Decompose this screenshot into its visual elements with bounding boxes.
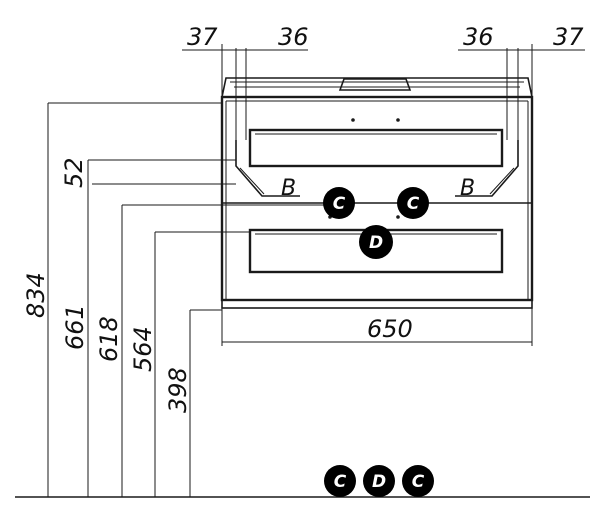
width-dimension: 650 — [221, 308, 533, 346]
dim-top-right-inner: 36 — [463, 23, 494, 51]
svg-text:D: D — [369, 233, 383, 253]
dim-upper-line: 661 — [61, 304, 89, 350]
svg-text:C: C — [333, 194, 346, 214]
marker-floor-center: D — [363, 465, 395, 497]
bracket-label-right: B — [460, 176, 475, 201]
marker-floor-right: C — [402, 465, 434, 497]
marker-floor-left: C — [324, 465, 356, 497]
dim-top-left-outer: 37 — [187, 23, 218, 51]
dim-top-left-inner: 36 — [278, 23, 309, 51]
marker-front-center: D — [359, 225, 393, 259]
dim-drawer-gap: 52 — [60, 157, 88, 188]
dim-bottom: 398 — [164, 367, 192, 413]
dim-total-height: 834 — [22, 272, 50, 318]
svg-text:C: C — [407, 194, 420, 214]
top-dimensions: 37 36 36 37 — [182, 23, 585, 97]
upper-drawer — [235, 48, 519, 197]
dim-width: 650 — [367, 315, 413, 343]
svg-text:D: D — [372, 472, 386, 492]
dim-lower-line: 564 — [129, 326, 157, 372]
svg-text:C: C — [334, 472, 347, 492]
marker-front-left: C — [323, 187, 355, 219]
dim-top-right-outer: 37 — [553, 23, 584, 51]
dim-drawer-top: 618 — [95, 316, 123, 362]
cabinet-body — [220, 77, 534, 309]
svg-text:C: C — [412, 472, 425, 492]
bracket-label-left: B — [281, 176, 296, 201]
height-dimensions: 834 52 661 618 564 398 — [22, 102, 330, 497]
marker-front-right: C — [397, 187, 429, 219]
